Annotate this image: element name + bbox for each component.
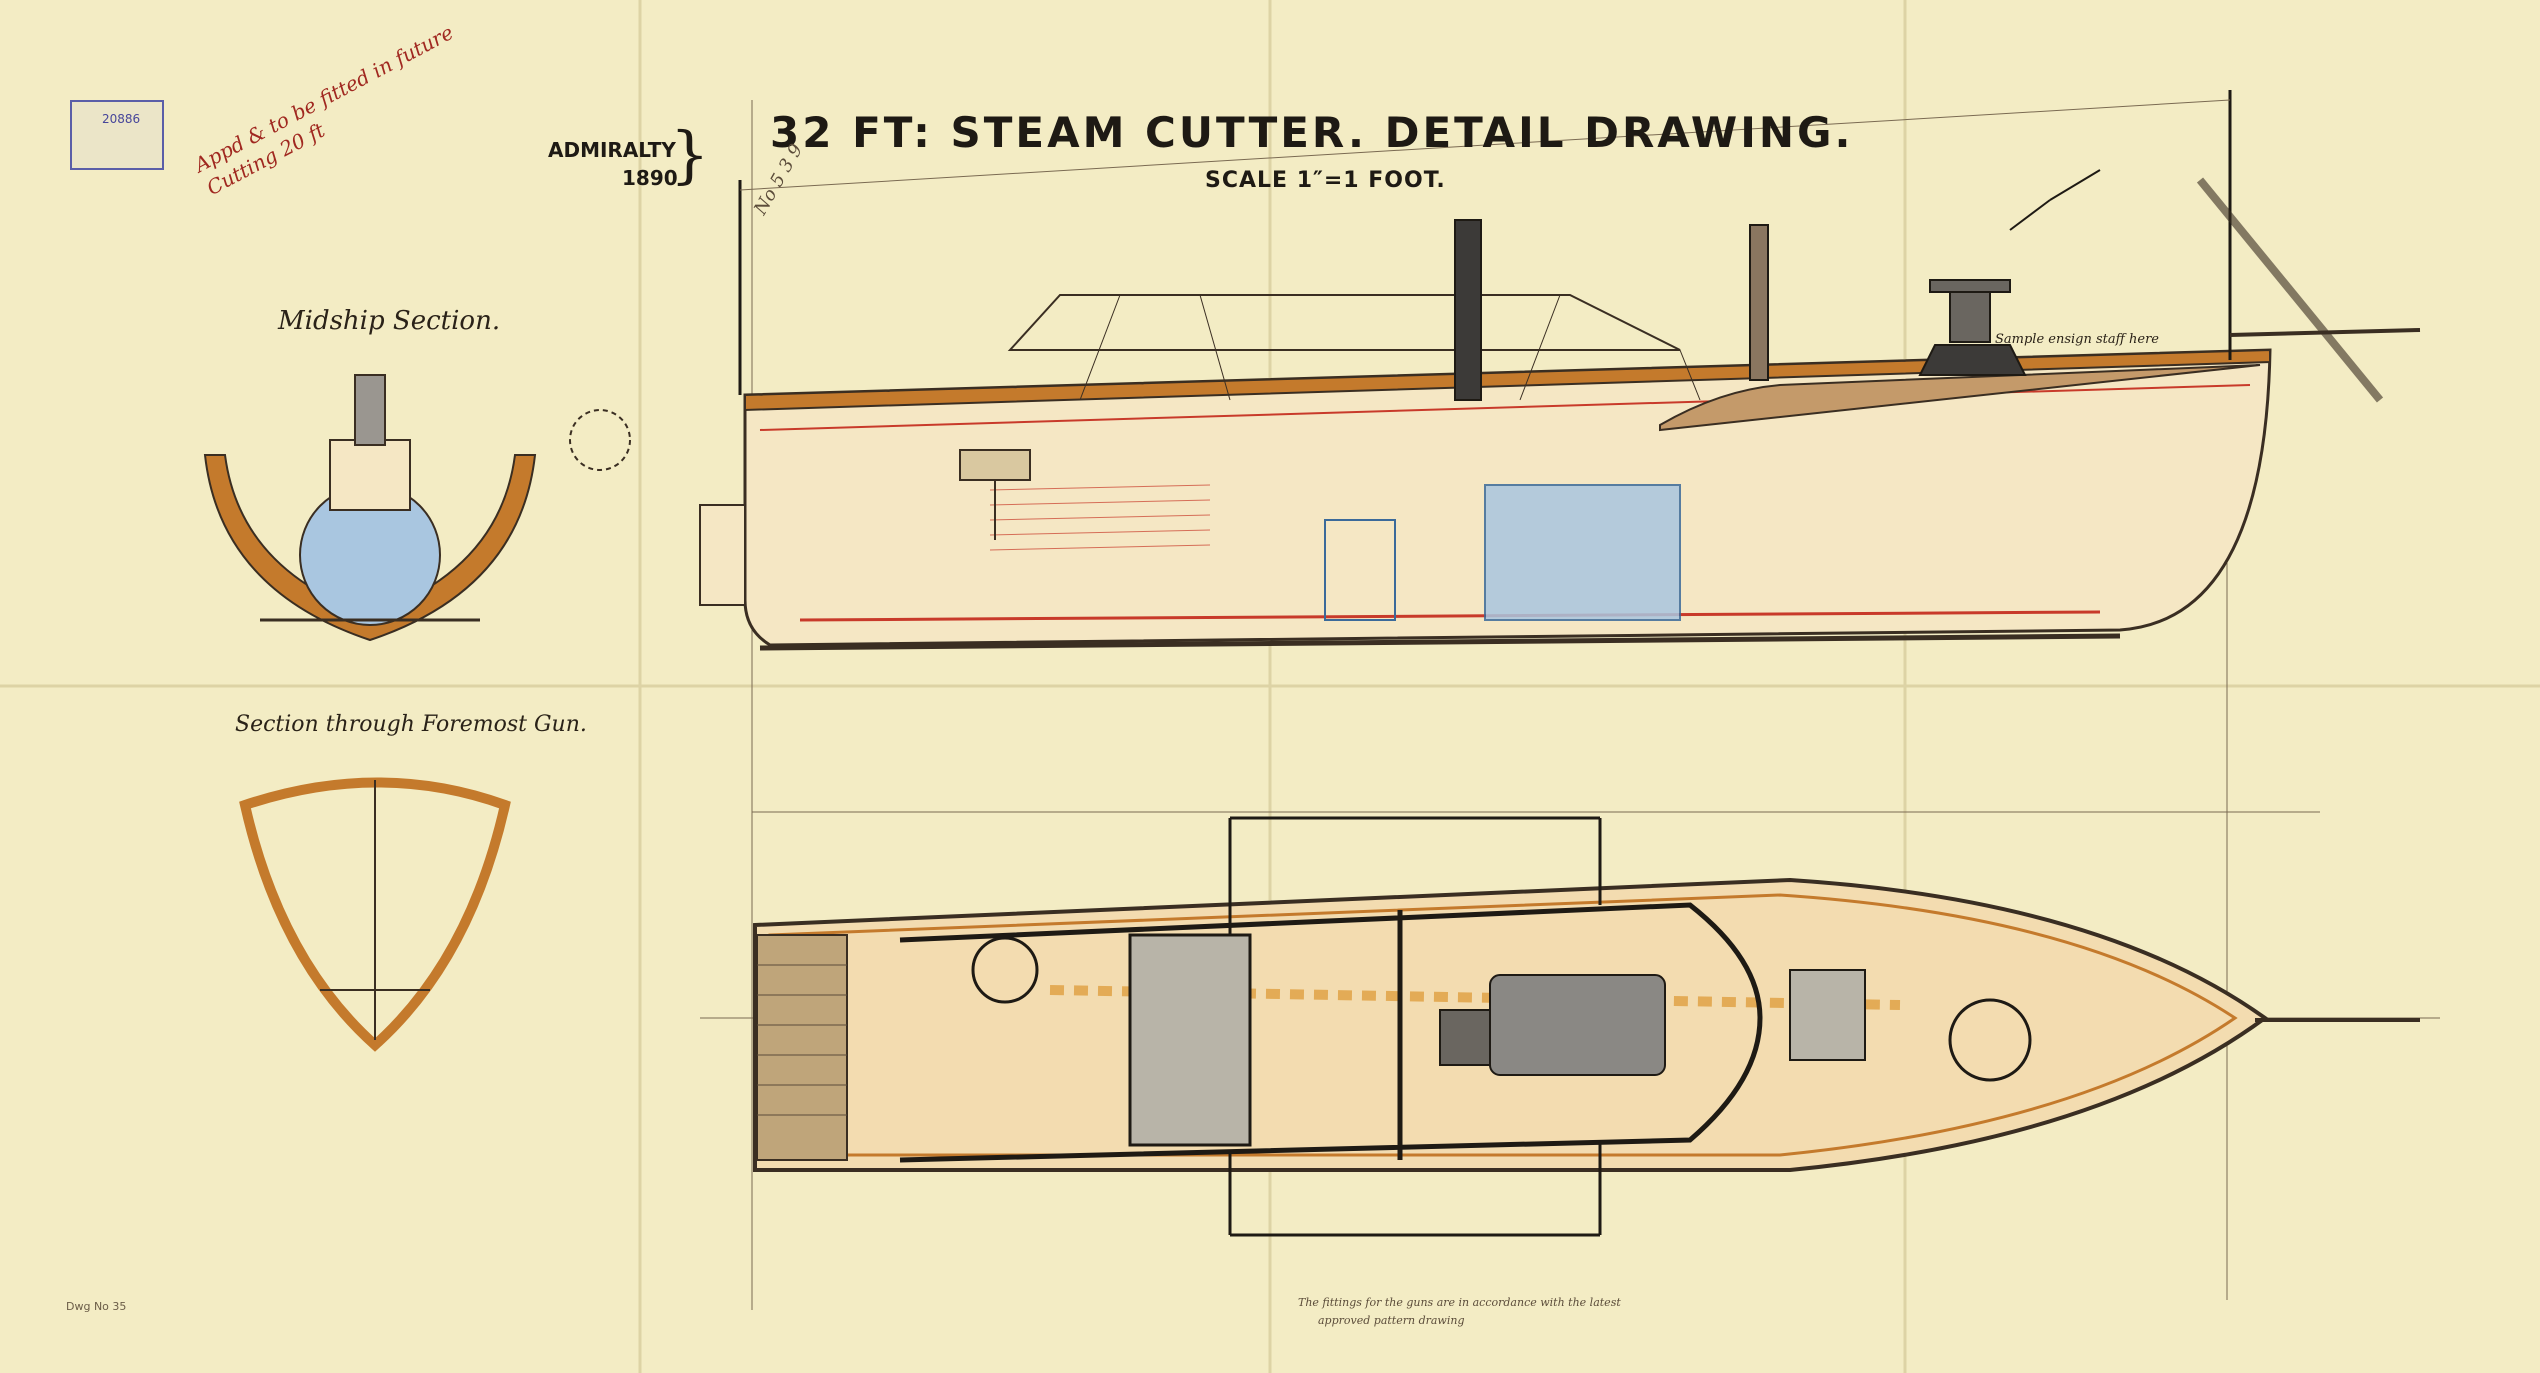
- bow-gun-ring: [1948, 998, 2032, 1082]
- foremost-gun-section-label: Section through Foremost Gun.: [235, 712, 587, 737]
- engine-plan: [1439, 1009, 1491, 1066]
- midship-boiler-top: [329, 439, 411, 511]
- fore-hatch: [1789, 969, 1866, 1061]
- foremost-hull: [239, 777, 511, 1052]
- ventilator: [1749, 224, 1769, 381]
- keel: [759, 633, 2121, 651]
- davit-arm: [2196, 177, 2384, 403]
- bow-gun-profile: [1918, 169, 2101, 376]
- hull-profile-view: [699, 90, 2421, 651]
- stamp-number: 20886: [102, 112, 141, 126]
- midship-funnel: [354, 374, 386, 446]
- stern-gun-ring: [971, 936, 1039, 1004]
- drawing-title: 32 FT: STEAM CUTTER. DETAIL DRAWING.: [770, 108, 1854, 157]
- stern-grating: [756, 934, 848, 1161]
- bottom-note-line1: The fittings for the guns are in accorda…: [1298, 1296, 1621, 1309]
- hull-plan-inner: [768, 893, 2238, 1157]
- midship-section-drawing: [203, 374, 631, 642]
- canopy-frame: [1007, 294, 1681, 351]
- authority-brace: }: [670, 118, 710, 191]
- drawing-scale: SCALE 1″=1 FOOT.: [1205, 168, 1446, 193]
- foremost-gun-section-drawing: [239, 777, 511, 1052]
- seat-hatching: [989, 484, 1211, 551]
- midship-hull: [203, 454, 537, 642]
- rudder: [699, 504, 746, 606]
- engine-casing: [899, 902, 1763, 1163]
- authority-name: ADMIRALTY: [548, 138, 676, 162]
- rigging-wire: [739, 99, 2231, 191]
- grating-lines: [757, 964, 847, 1116]
- deck-hatch: [1128, 933, 1252, 1147]
- ensign-staff-note: Sample ensign staff here: [1995, 332, 2159, 347]
- midship-section-label: Midship Section.: [278, 306, 501, 336]
- corner-drawing-number: Dwg No 35: [66, 1300, 127, 1313]
- hull-plan-view: [753, 816, 2420, 1237]
- bottom-note-line2: approved pattern drawing: [1318, 1314, 1465, 1327]
- funnel: [1454, 219, 1482, 401]
- hull-floor: [799, 610, 2101, 622]
- davit-rails: [1228, 816, 1602, 1237]
- archive-stamp: 20886: [70, 100, 164, 170]
- foredeck-cover: [1659, 364, 2261, 432]
- midship-davit-ring: [569, 409, 631, 471]
- boiler-plan: [1489, 974, 1666, 1076]
- engine-profile: [1324, 519, 1396, 621]
- authority-year: 1890: [622, 166, 678, 190]
- boiler-profile: [1484, 484, 1681, 621]
- stern-gun-profile: [959, 449, 1031, 540]
